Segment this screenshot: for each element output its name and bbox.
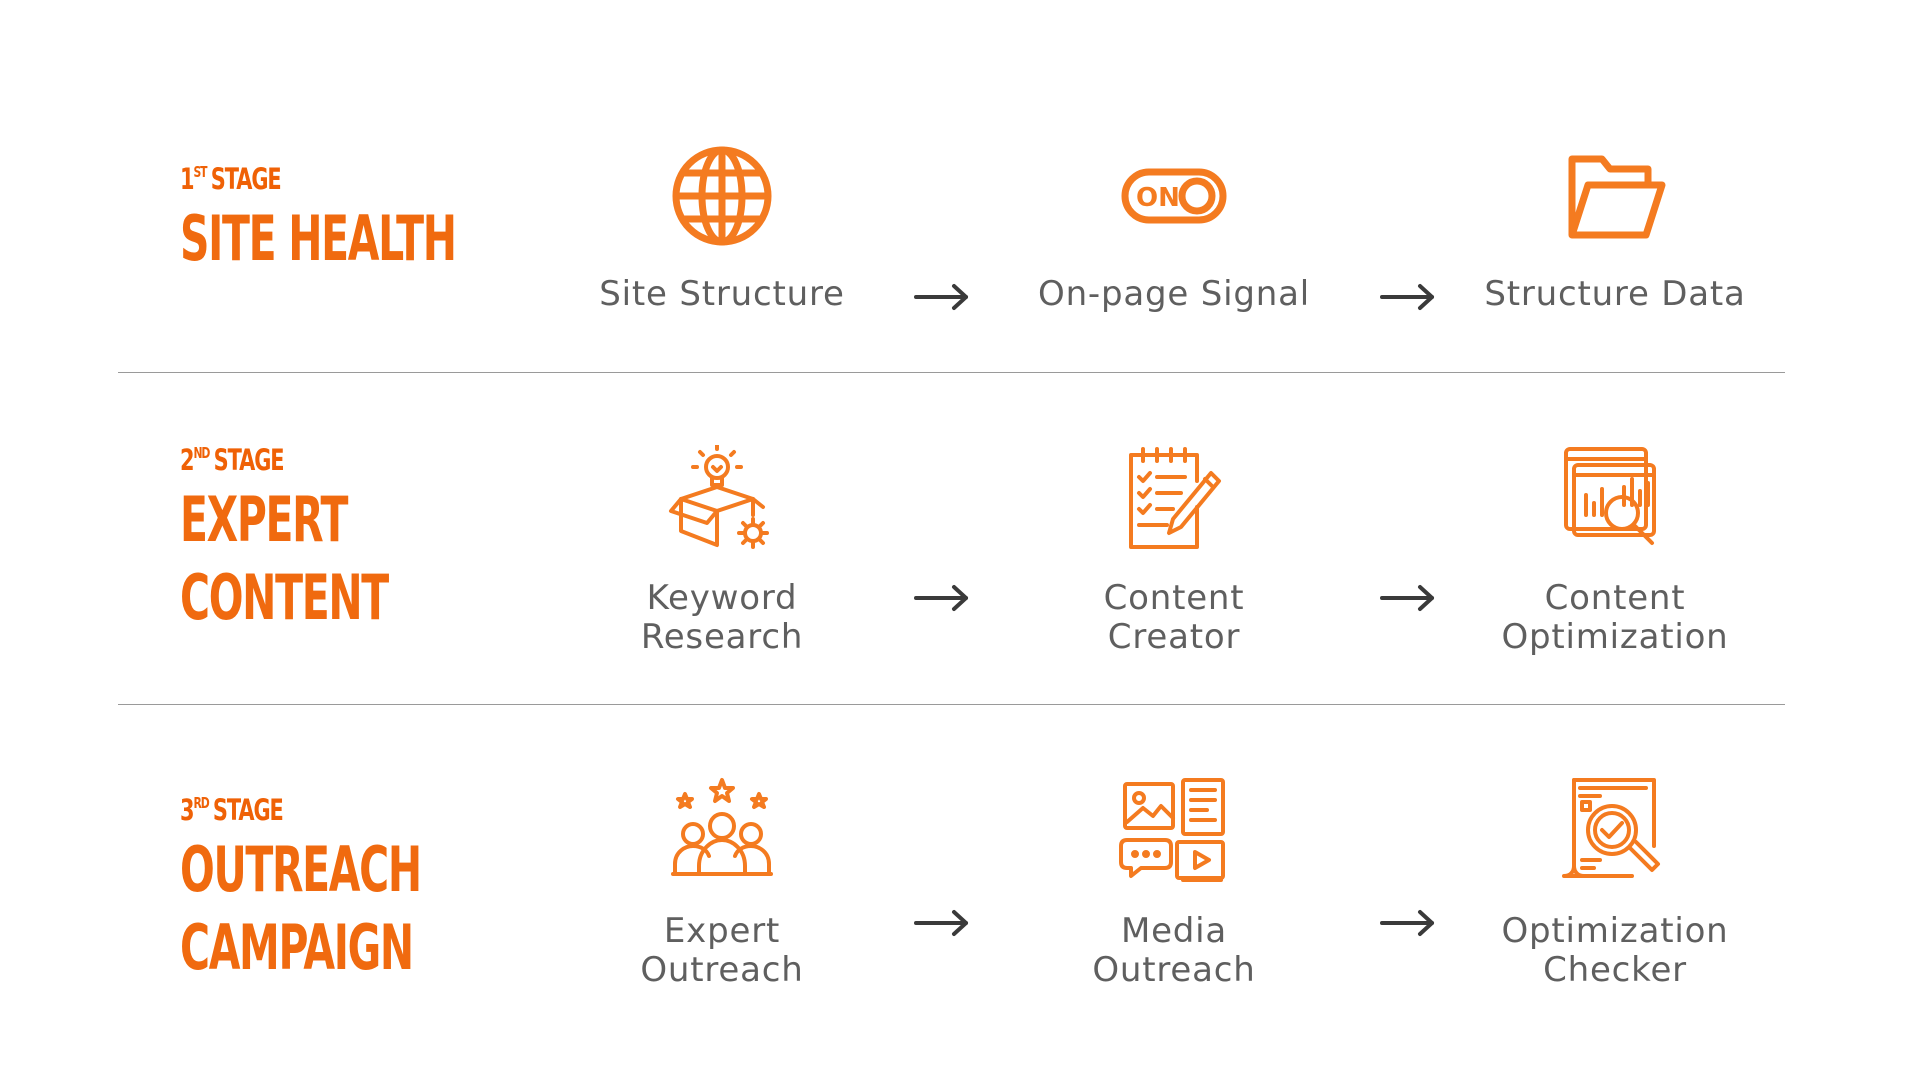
step-content-optimization: Content Optimization [1455, 445, 1775, 657]
divider [118, 372, 1785, 373]
step-label: Site Structure [599, 274, 845, 314]
toggle-on-text: ON [1136, 183, 1180, 213]
step-label: Media Outreach [1092, 911, 1256, 990]
step-optimization-checker: Optimization Checker [1455, 776, 1775, 990]
stage-title: SITE HEALTH [180, 202, 457, 275]
step-on-page-signal: ON On-page Signal [1014, 143, 1334, 314]
arrow-right-icon [914, 910, 968, 936]
step-label: Expert Outreach [640, 911, 804, 990]
document-check-magnifier-icon [1562, 778, 1660, 878]
people-stars-icon [671, 778, 773, 876]
idea-box-gear-icon [669, 445, 769, 549]
step-keyword-research: Keyword Research [562, 445, 882, 657]
arrow-right-icon [914, 585, 968, 611]
step-content-creator: Content Creator [1014, 445, 1334, 657]
divider [118, 704, 1785, 705]
arrow-right-icon [1380, 284, 1434, 310]
step-label: Keyword Research [640, 578, 804, 657]
step-label: Content Optimization [1501, 578, 1729, 657]
checklist-pencil-icon [1129, 447, 1221, 549]
globe-icon [672, 146, 772, 246]
step-site-structure: Site Structure [562, 143, 882, 314]
step-label: Content Creator [1103, 578, 1245, 657]
step-label: On-page Signal [1038, 274, 1310, 314]
arrow-right-icon [1380, 910, 1434, 936]
media-content-icon [1119, 778, 1225, 882]
folder-open-icon [1568, 155, 1666, 239]
step-media-outreach: Media Outreach [1014, 776, 1334, 990]
step-label: Structure Data [1484, 274, 1746, 314]
analytics-magnifier-icon [1564, 447, 1656, 545]
arrow-right-icon [914, 284, 968, 310]
step-structure-data: Structure Data [1455, 143, 1775, 314]
arrow-right-icon [1380, 585, 1434, 611]
stage-title: EXPERT CONTENT [180, 483, 389, 634]
step-expert-outreach: Expert Outreach [562, 776, 882, 990]
stage-title: OUTREACH CAMPAIGN [180, 833, 422, 984]
step-label: Optimization Checker [1501, 911, 1729, 990]
toggle-on-icon: ON [1121, 168, 1227, 224]
